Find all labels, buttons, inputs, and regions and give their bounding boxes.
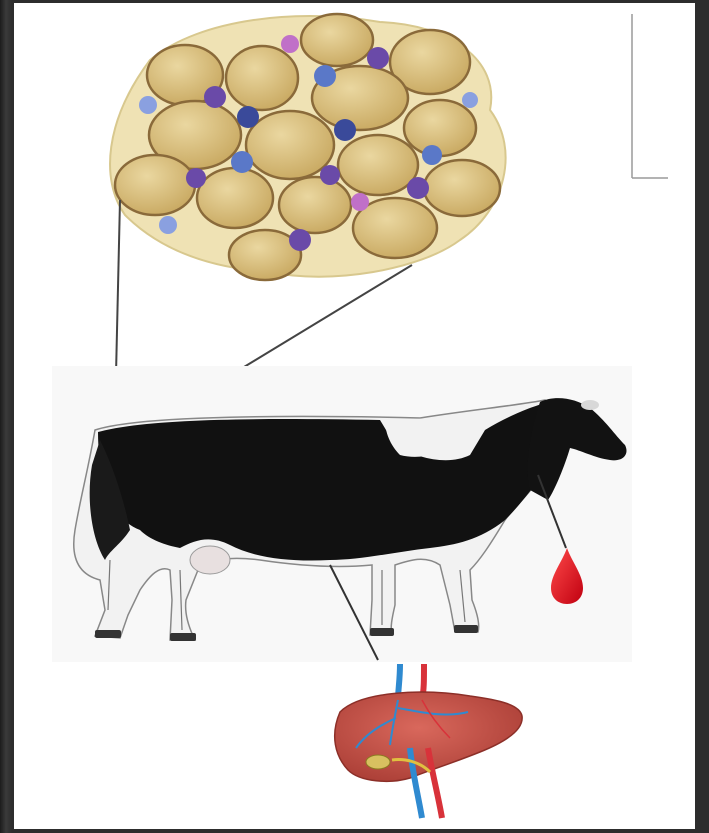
cow-ear bbox=[581, 400, 599, 410]
cow-inset bbox=[52, 366, 632, 662]
bracket-lines bbox=[632, 14, 668, 178]
cow-udder bbox=[190, 546, 230, 574]
adipose-tissue-inset bbox=[110, 14, 506, 280]
gallbladder bbox=[366, 755, 390, 769]
liver-inset bbox=[316, 662, 532, 820]
